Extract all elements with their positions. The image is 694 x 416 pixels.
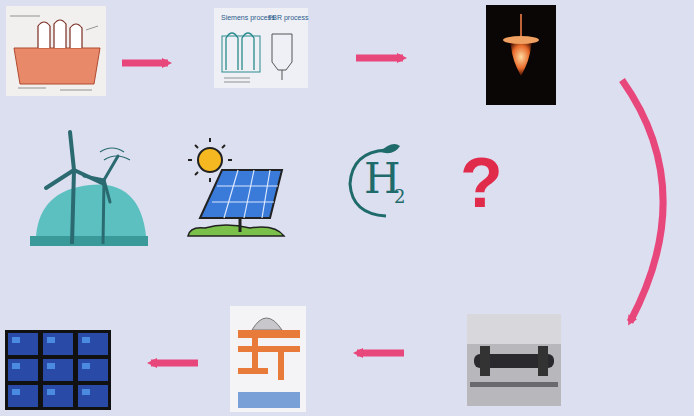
process-label: FBR process xyxy=(268,14,308,21)
cell-cross-section xyxy=(230,306,306,412)
solar-panel-icon xyxy=(188,138,284,236)
wind-turbine-icon xyxy=(30,132,148,246)
flow-arrows xyxy=(122,58,663,363)
solar-cell-grid xyxy=(5,330,111,410)
process-sketch xyxy=(214,8,308,88)
furnace-photo xyxy=(467,314,561,406)
process-label: Siemens process xyxy=(221,14,275,21)
furnace-sketch xyxy=(6,6,106,96)
subscript-number: 2 xyxy=(394,188,405,206)
question-mark: ? xyxy=(460,148,503,218)
hydrogen-logo xyxy=(350,144,400,216)
crystal-photo xyxy=(486,5,556,105)
